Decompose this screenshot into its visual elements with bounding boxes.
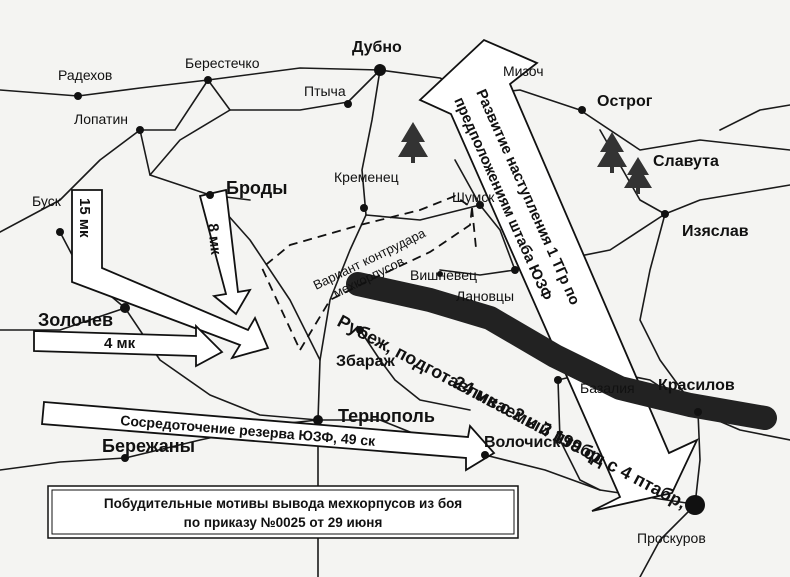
city-ptych: Птыча bbox=[304, 83, 346, 99]
svg-text:15 мк: 15 мк bbox=[76, 198, 93, 238]
svg-text:4 мк: 4 мк bbox=[104, 335, 136, 352]
city-lanovtsy: Лановцы bbox=[456, 288, 514, 304]
city-bazaliya: Базалия bbox=[580, 380, 635, 396]
defense-line bbox=[346, 272, 777, 430]
city-radekhov-marker bbox=[74, 92, 82, 100]
caption-line-2: по приказу №0025 от 29 июня bbox=[184, 515, 383, 530]
city-ostrog-marker bbox=[578, 106, 586, 114]
label-4mk: 4 мк bbox=[104, 335, 136, 352]
city-izyaslav-marker bbox=[661, 210, 669, 218]
city-zbarazh: Збараж bbox=[336, 353, 395, 370]
city-shumsk-marker bbox=[476, 201, 484, 209]
city-krasilov-marker bbox=[694, 408, 702, 416]
city-bazaliya-marker bbox=[554, 376, 562, 384]
arrow-4mk: 4 мк bbox=[33, 323, 224, 368]
city-labels: Дубно Радехов Берестечко Мизоч Птыча Ост… bbox=[32, 39, 749, 546]
city-vishnevets: Вишневец bbox=[410, 267, 477, 283]
arrow-8mk: 8 мк bbox=[198, 188, 252, 316]
city-ostrog: Острог bbox=[597, 93, 653, 110]
svg-text:8 мк: 8 мк bbox=[204, 223, 224, 256]
city-ptych-marker bbox=[344, 100, 352, 108]
caption-box: Побудительные мотивы вывода мехкорпусов … bbox=[47, 485, 519, 539]
city-volochisk: Волочиск bbox=[484, 434, 561, 451]
city-krasilov: Красилов bbox=[658, 377, 735, 394]
city-volochisk-marker bbox=[481, 451, 489, 459]
city-kremenets-marker bbox=[360, 204, 368, 212]
tree-icon bbox=[624, 157, 652, 194]
city-shumsk: Шумск bbox=[452, 189, 495, 205]
label-8mk: 8 мк bbox=[204, 223, 224, 256]
tree-icon bbox=[597, 132, 627, 173]
city-ternopol-marker bbox=[313, 415, 323, 425]
city-zbarazh-marker bbox=[356, 326, 364, 334]
city-markers bbox=[56, 64, 705, 515]
caption-line-1: Побудительные мотивы вывода мехкорпусов … bbox=[104, 496, 462, 511]
city-zolochev: Золочев bbox=[38, 310, 113, 330]
city-radekhov: Радехов bbox=[58, 67, 112, 83]
city-lanovtsy-marker bbox=[511, 266, 519, 274]
city-proskurov-marker bbox=[685, 495, 705, 515]
tree-icon bbox=[398, 122, 428, 163]
city-izyaslav: Изяслав bbox=[682, 223, 749, 240]
city-berezhany: Бережаны bbox=[102, 436, 195, 456]
city-vishnevets-marker bbox=[437, 271, 443, 277]
city-lopatin: Лопатин bbox=[74, 111, 128, 127]
city-kremenets: Кременец bbox=[334, 169, 399, 185]
arrow-15mk: 15 мк bbox=[71, 189, 270, 360]
city-berestechko: Берестечко bbox=[185, 55, 260, 71]
label-15mk: 15 мк bbox=[76, 198, 93, 238]
city-berestechko-marker bbox=[204, 76, 212, 84]
city-berezhany-marker bbox=[121, 454, 129, 462]
city-busk-marker bbox=[56, 228, 64, 236]
city-brody: Броды bbox=[226, 178, 288, 198]
city-proskurov: Проскуров bbox=[637, 530, 706, 546]
city-lopatin-marker bbox=[136, 126, 144, 134]
city-ternopol: Тернополь bbox=[338, 406, 435, 426]
city-mizoch: Мизоч bbox=[503, 63, 544, 79]
city-slavuta: Славута bbox=[653, 153, 719, 170]
city-zolochev-marker bbox=[120, 303, 130, 313]
city-busk: Буск bbox=[32, 193, 62, 209]
city-dubno: Дубно bbox=[352, 39, 402, 56]
city-brody-marker bbox=[206, 191, 214, 199]
city-dubno-marker bbox=[374, 64, 386, 76]
